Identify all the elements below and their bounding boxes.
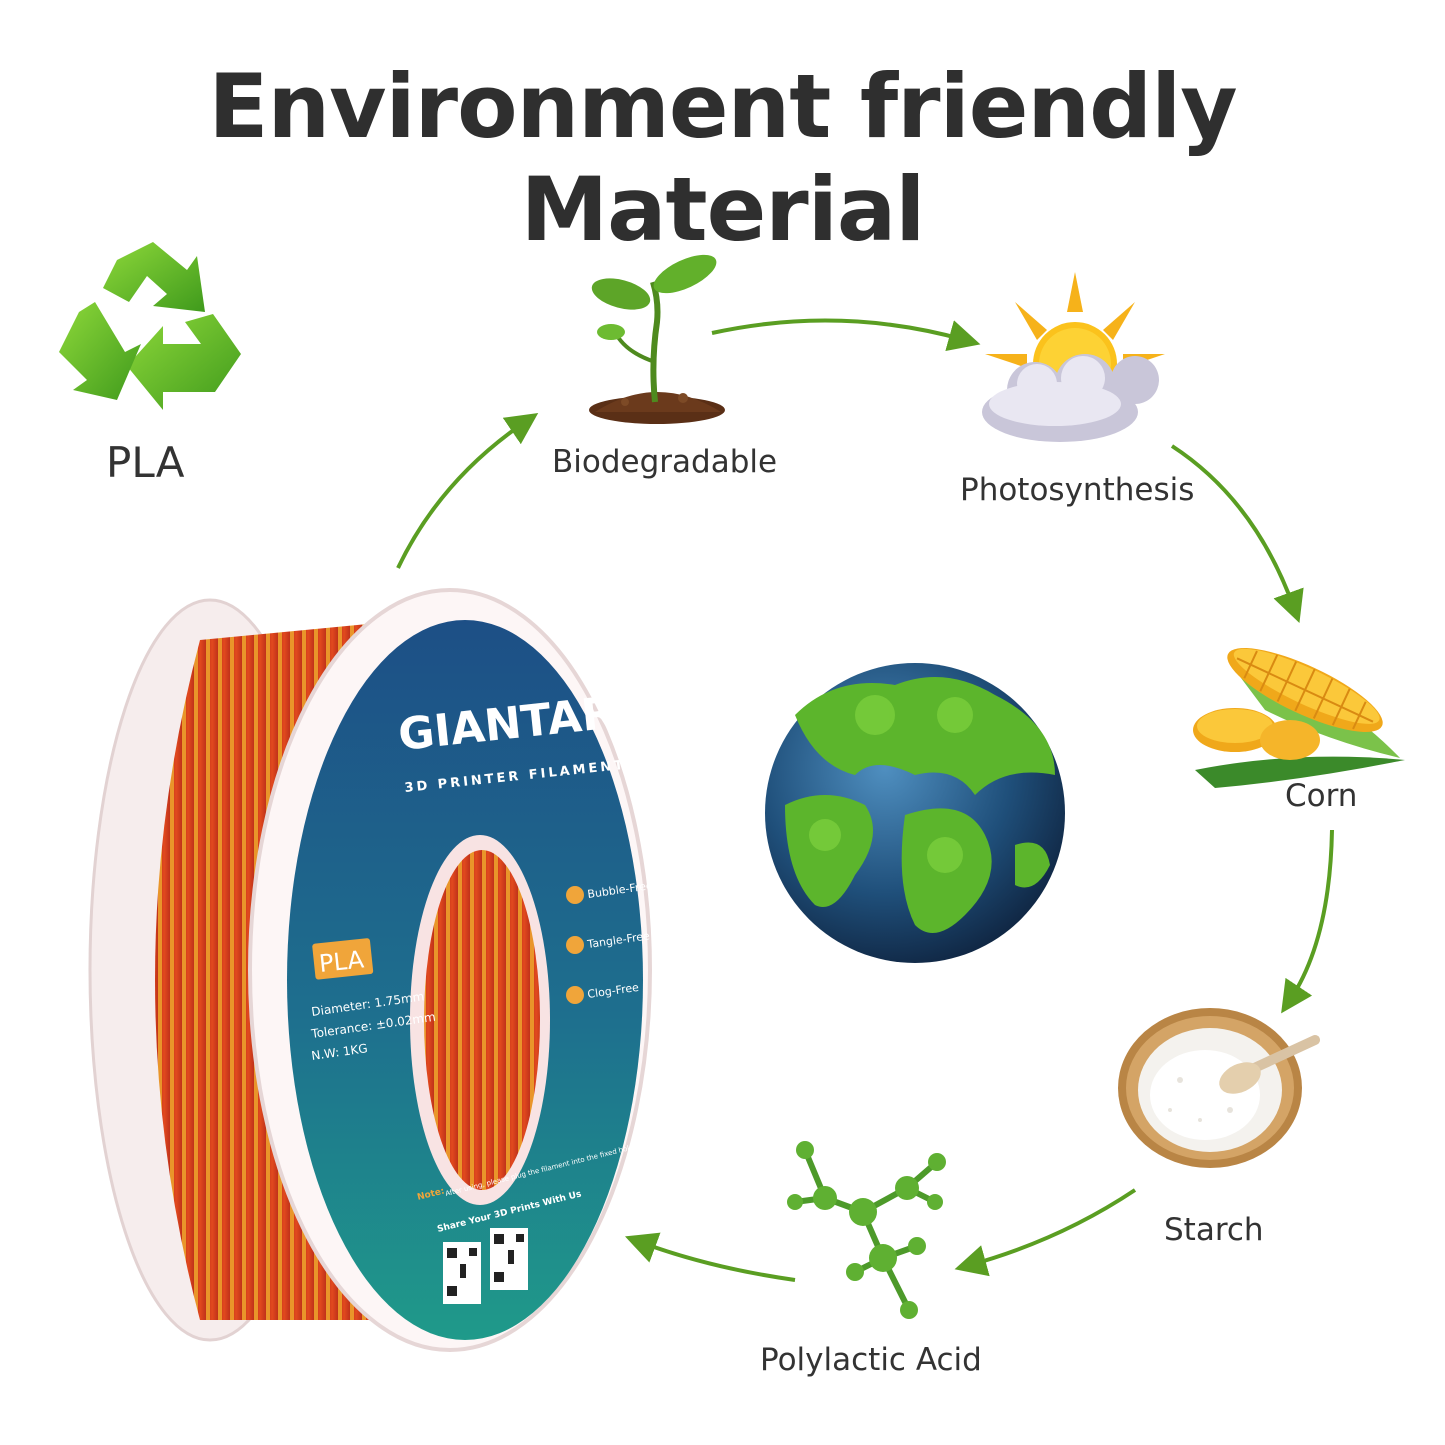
recycle-label: PLA: [106, 438, 185, 487]
corn-label: Corn: [1285, 778, 1358, 814]
molecule-icon: [787, 1141, 946, 1319]
biodegradable-label: Biodegradable: [552, 444, 778, 480]
filament-spool: GIANTARM 3D PRINTER FILAMENT PLA Diamete…: [88, 588, 733, 1352]
polylactic-acid-label: Polylactic Acid: [760, 1342, 982, 1378]
earth-globe-icon: [765, 663, 1065, 963]
arrow-corn-to-starch: [1281, 829, 1334, 1014]
arrow-biodegradable-to-photosynthesis: [711, 318, 981, 352]
photosynthesis-label: Photosynthesis: [960, 472, 1195, 508]
arrow-polylactic-to-spool: [625, 1232, 796, 1282]
arrow-spool-to-biodegradable: [396, 412, 539, 569]
qr-code-icon: [443, 1228, 528, 1304]
sun-cloud-icon: [982, 272, 1165, 442]
sprout-icon: [589, 254, 725, 424]
arrow-starch-to-polylactic: [954, 1188, 1137, 1277]
arrow-photosynthesis-to-corn: [1170, 444, 1304, 624]
starch-bowl-icon: [1118, 1008, 1320, 1168]
starch-label: Starch: [1164, 1212, 1264, 1248]
spool-material: PLA: [318, 945, 366, 978]
recycle-icon: [59, 242, 241, 410]
corn-icon: [1193, 648, 1405, 788]
page-title: Environment friendly Material: [208, 55, 1237, 261]
